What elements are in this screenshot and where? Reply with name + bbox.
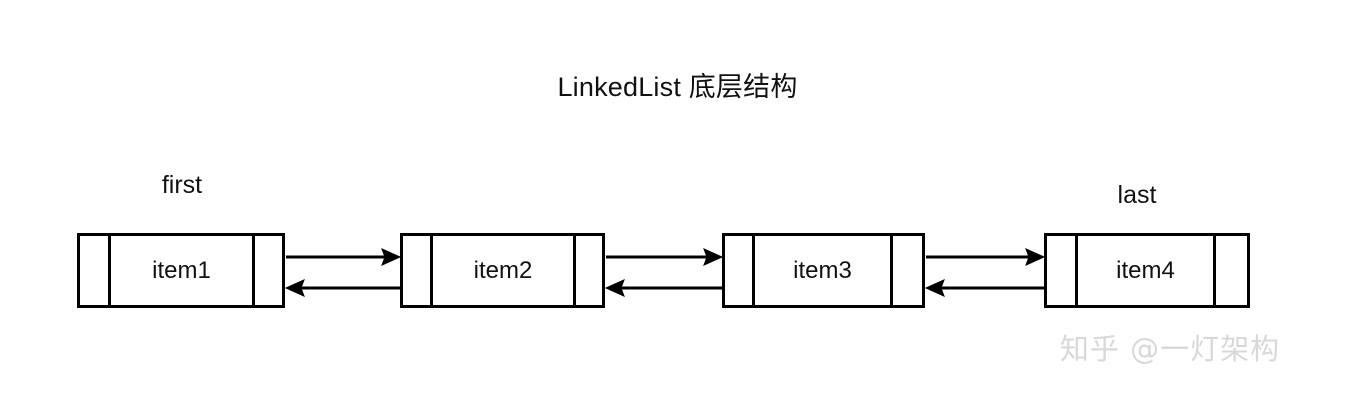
watermark: 知乎 @一灯架构 xyxy=(1059,332,1281,366)
node-2-next-pointer-cell xyxy=(573,236,602,305)
node-4-prev-pointer-cell xyxy=(1047,236,1078,305)
link-node-2-node-3 xyxy=(603,233,725,308)
node-3-next-pointer-cell xyxy=(890,236,922,305)
list-node-2: item2 xyxy=(400,233,605,308)
node-1-prev-pointer-cell xyxy=(80,236,111,305)
node-3-prev-pointer-cell xyxy=(725,236,755,305)
pointer-label-last: last xyxy=(1117,181,1157,209)
list-node-4: item4 xyxy=(1044,233,1250,308)
page-title: LinkedList 底层结构 xyxy=(557,72,798,102)
node-2-prev-pointer-cell xyxy=(403,236,433,305)
node-1-next-pointer-cell xyxy=(252,236,282,305)
link-node-1-node-2 xyxy=(283,233,403,308)
link-node-3-node-4 xyxy=(923,233,1047,308)
list-node-3: item3 xyxy=(722,233,925,308)
node-4-next-pointer-cell xyxy=(1213,236,1247,305)
node-4-value: item4 xyxy=(1116,256,1175,284)
node-3-value: item3 xyxy=(793,256,852,284)
list-node-1: item1 xyxy=(77,233,285,308)
node-2-value: item2 xyxy=(473,256,533,284)
pointer-label-first: first xyxy=(161,171,203,199)
node-1-value: item1 xyxy=(152,256,211,284)
